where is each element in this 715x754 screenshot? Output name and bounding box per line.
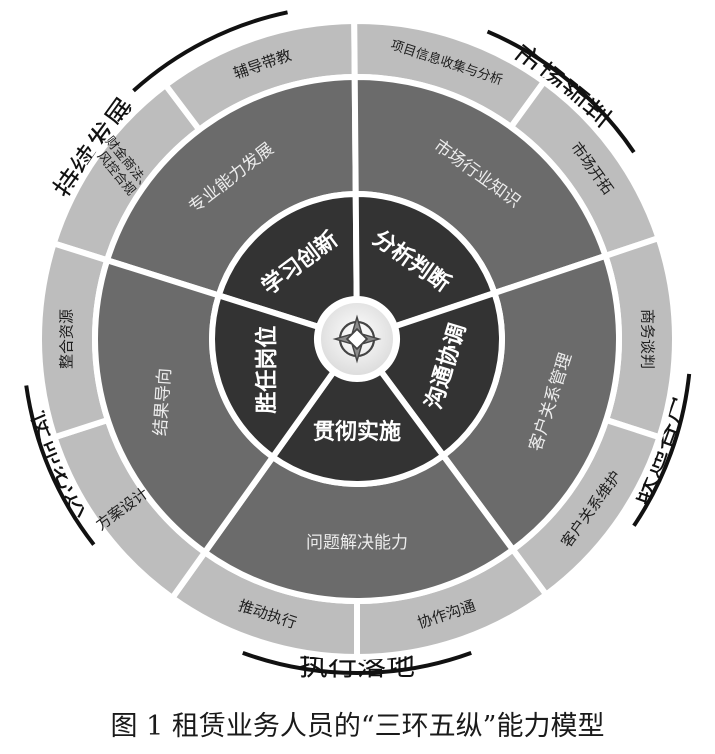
middle-label-implementation: 问题解决能力 <box>306 533 408 553</box>
outer-arc-4 <box>24 385 96 546</box>
middle-label-competence: 结果导向 <box>151 367 176 436</box>
compass-emblem-icon <box>332 314 382 364</box>
outer-ring <box>36 17 678 661</box>
outer-label-competence-1: 整合资源 <box>58 309 76 369</box>
middle-ring <box>92 73 622 604</box>
three-ring-five-column-diagram: 持续发展市场预判联通客户执行落地使命必达 财金商法、风控合规辅导带教项目信息收集… <box>24 10 694 682</box>
outer-arc-1 <box>486 29 636 154</box>
center-hub <box>317 299 397 379</box>
outer-arc-lines <box>24 10 692 675</box>
figure-caption: 图 1 租赁业务人员的“三环五纵”能力模型 <box>110 711 605 742</box>
inner-ring <box>209 190 505 487</box>
core-label-implementation: 贯彻实施 <box>313 419 401 445</box>
outer-label-communication-0: 商务谈判 <box>639 309 657 369</box>
core-label-competence: 胜任岗位 <box>254 326 280 414</box>
outer-arc-3 <box>242 650 472 675</box>
outer-arc-2 <box>632 373 692 527</box>
outer-arc-0 <box>132 10 288 93</box>
